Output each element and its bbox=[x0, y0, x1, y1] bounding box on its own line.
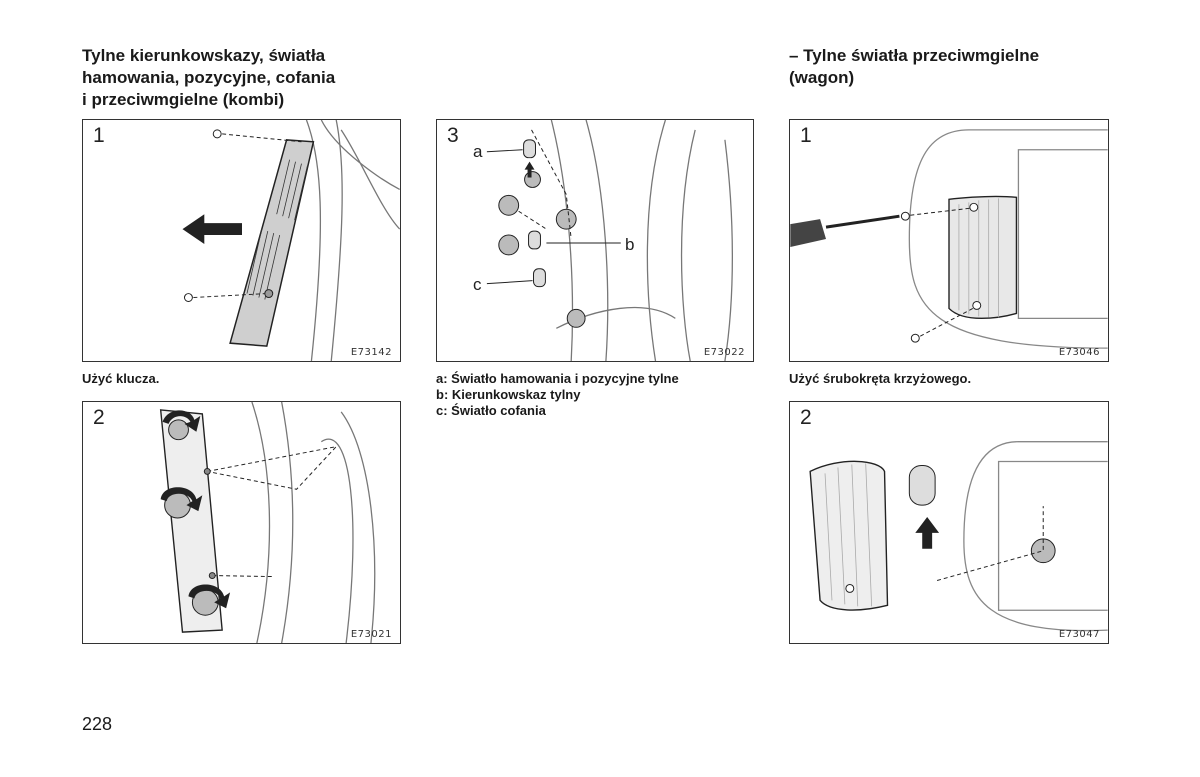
legend-item: b: Kierunkowskaz tylny bbox=[436, 387, 581, 402]
legend-item: c: Światło cofania bbox=[436, 403, 546, 418]
heading-line: hamowania, pozycyjne, cofania bbox=[82, 68, 336, 87]
lamp-housing bbox=[159, 409, 223, 633]
figure-code: E73046 bbox=[1058, 347, 1100, 358]
illustration-fog-lamp-screws bbox=[790, 129, 1108, 349]
callout-c: c bbox=[473, 275, 482, 294]
legend-item: a: Światło hamowania i pozycyjne tylne bbox=[436, 371, 679, 386]
bulb-icon bbox=[523, 139, 546, 288]
figure-code: E73142 bbox=[350, 347, 392, 358]
figure-number: 1 bbox=[800, 124, 812, 147]
rotate-arrow-icon bbox=[160, 410, 231, 609]
socket-icon bbox=[164, 419, 219, 616]
arrow-up-icon bbox=[915, 517, 940, 549]
figure-number: 2 bbox=[800, 406, 812, 429]
heading-line: – Tylne światła przeciwmgielne bbox=[789, 46, 1040, 65]
screw-icon bbox=[900, 207, 970, 221]
figure-number: 2 bbox=[93, 406, 105, 429]
screwdriver-icon bbox=[790, 214, 900, 247]
section-heading-left: Tylne kierunkowskazy, światła hamowania,… bbox=[82, 45, 335, 111]
illustration-bulbs bbox=[486, 120, 733, 361]
section-heading-right: – Tylne światła przeciwmgielne (wagon) bbox=[789, 45, 1039, 89]
fog-lamp-lens bbox=[948, 195, 1018, 319]
fog-lamp-lens bbox=[809, 460, 889, 611]
figure-legend: a: Światło hamowania i pozycyjne tylne b… bbox=[436, 371, 679, 419]
figure-middle-3: 3 a b c E73022 bbox=[436, 119, 754, 362]
screw-icon bbox=[183, 289, 274, 302]
screw-icon bbox=[212, 129, 302, 143]
socket-icon bbox=[498, 171, 586, 328]
figure-caption: Użyć klucza. bbox=[82, 371, 160, 386]
callout-b: b bbox=[625, 235, 635, 254]
socket-icon bbox=[1030, 538, 1056, 564]
illustration-remove-sockets bbox=[159, 402, 376, 643]
illustration-fog-lamp-bulb bbox=[809, 441, 1108, 632]
figure-code: E73022 bbox=[703, 347, 745, 358]
figure-number: 1 bbox=[93, 124, 105, 147]
heading-line: (wagon) bbox=[789, 68, 855, 87]
figure-code: E73047 bbox=[1058, 629, 1100, 640]
figure-caption: Użyć śrubokręta krzyżowego. bbox=[789, 371, 972, 386]
figure-left-1: 1 E73142 bbox=[82, 119, 401, 362]
heading-line: i przeciwmgielne (kombi) bbox=[82, 90, 285, 109]
page-number: 228 bbox=[82, 714, 113, 734]
figure-left-2: 2 E73021 bbox=[82, 401, 401, 644]
heading-line: Tylne kierunkowskazy, światła bbox=[82, 46, 326, 65]
screw-icon bbox=[910, 307, 974, 343]
figure-right-1: 1 E73046 bbox=[789, 119, 1109, 362]
figure-code: E73021 bbox=[350, 629, 392, 640]
arrow-left-icon bbox=[182, 214, 242, 244]
figure-number: 3 bbox=[447, 124, 459, 147]
bulb-icon bbox=[908, 464, 936, 506]
illustration-remove-lamp bbox=[182, 120, 400, 361]
arrow-up-icon bbox=[524, 161, 535, 178]
figure-right-2: 2 E73047 bbox=[789, 401, 1109, 644]
callout-a: a bbox=[473, 142, 483, 161]
